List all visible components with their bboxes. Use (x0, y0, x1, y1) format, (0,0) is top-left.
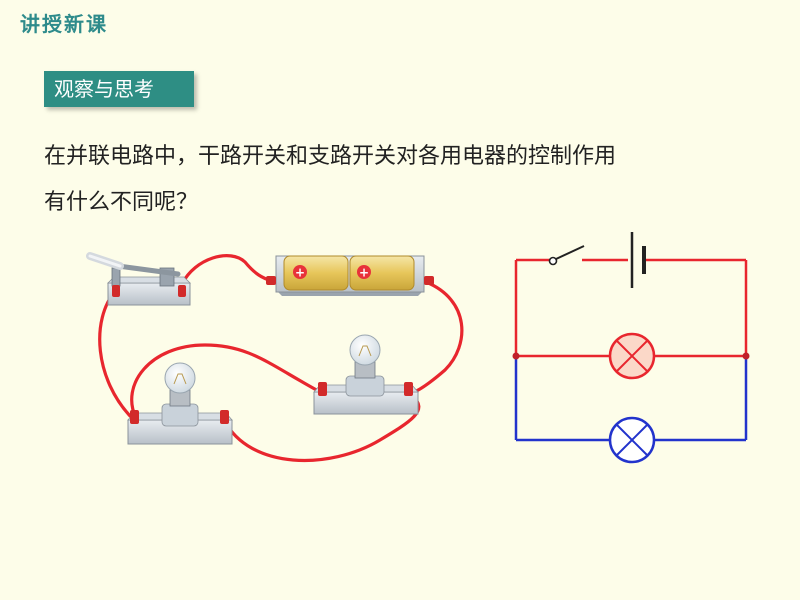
switch-symbol-icon (548, 245, 585, 266)
light-bulb-icon (127, 362, 233, 445)
junction-left (512, 352, 520, 360)
schematic-red-wires (514, 258, 748, 358)
wire-battery-to-lamp2 (410, 280, 464, 395)
svg-text:+: + (295, 266, 305, 280)
question-line-2: 有什么不同呢？ (44, 190, 199, 215)
lamp-symbol-icon (608, 332, 656, 380)
knife-switch-icon (86, 252, 191, 306)
question-line-1: 在并联电路中，干路开关和支路开关对各用电器的控制作用 (44, 144, 617, 169)
wire-lamp1-to-lamp2 (130, 343, 324, 420)
wire-switch-to-battery (180, 254, 274, 286)
junction-right (742, 352, 750, 360)
physical-circuit: + + (86, 252, 464, 463)
question-text: 在并联电路中，干路开关和支路开关对各用电器的控制作用 有什么不同呢？ (44, 134, 764, 226)
battery-symbol-icon (630, 232, 646, 288)
light-bulb-icon (313, 334, 419, 415)
circuit-schematic (512, 232, 750, 464)
svg-text:+: + (359, 266, 369, 280)
section-tag: 观察与思考 (44, 71, 194, 107)
lamp-symbol-icon (608, 416, 656, 464)
schematic-blue-wires (514, 356, 748, 442)
wire-switch-to-lamp1 (98, 288, 134, 420)
battery-pack-icon: + + (266, 255, 434, 296)
header-title: 讲授新课 (20, 12, 108, 36)
